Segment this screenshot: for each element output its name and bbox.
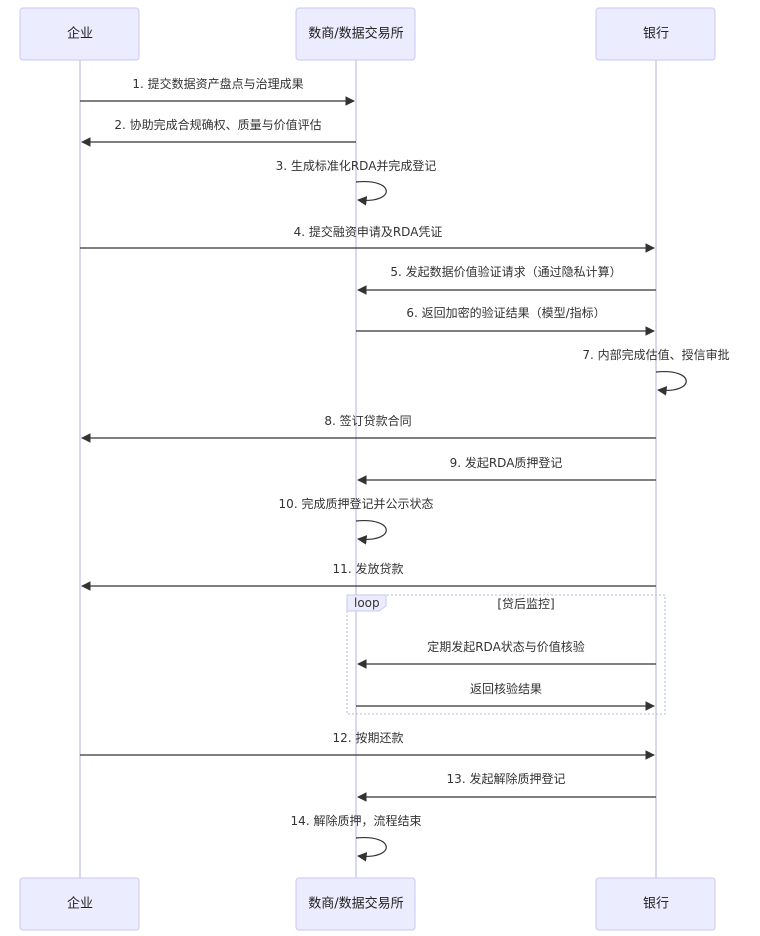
message-5: 5. 发起数据价值验证请求（通过隐私计算）	[357, 264, 656, 295]
message-6: 6. 返回加密的验证结果（模型/指标）	[356, 305, 655, 336]
message-label: 12. 按期还款	[333, 731, 404, 745]
actor-exchange-top: 数商/数据交易所	[295, 7, 416, 61]
actor-label: 银行	[643, 27, 669, 42]
message-4: 4. 提交融资申请及RDA凭证	[80, 224, 655, 253]
loop-condition: [贷后监控]	[497, 597, 554, 611]
message-label: 7. 内部完成估值、授信审批	[582, 347, 729, 362]
message-label: 11. 发放贷款	[333, 561, 404, 576]
self-message-arrow	[655, 371, 687, 396]
loop-frame: loop [贷后监控]	[346, 594, 666, 715]
loop-tag: loop	[354, 596, 380, 610]
message-label: 9. 发起RDA质押登记	[450, 455, 563, 470]
self-message-arrow	[355, 181, 387, 206]
message-loop-1: 定期发起RDA状态与价值核验	[357, 639, 656, 669]
message-label: 返回核验结果	[470, 681, 542, 696]
message-label: 1. 提交数据资产盘点与治理成果	[132, 76, 303, 91]
message-8: 8. 签订贷款合同	[81, 413, 656, 443]
message-label: 14. 解除质押，流程结束	[291, 813, 422, 828]
message-label: 8. 签订贷款合同	[324, 413, 411, 428]
message-7: 7. 内部完成估值、授信审批	[582, 347, 730, 396]
actor-bank-bottom: 银行	[595, 877, 716, 931]
message-label: 2. 协助完成合规确权、质量与价值评估	[114, 117, 321, 132]
message-label: 5. 发起数据价值验证请求（通过隐私计算）	[390, 264, 621, 279]
message-11: 11. 发放贷款	[81, 561, 656, 591]
message-label: 定期发起RDA状态与价值核验	[427, 639, 585, 654]
actor-label: 数商/数据交易所	[308, 896, 403, 912]
self-message-arrow	[355, 520, 387, 545]
message-label: 4. 提交融资申请及RDA凭证	[294, 224, 443, 239]
message-10: 10. 完成质押登记并公示状态	[279, 496, 434, 545]
message-label: 10. 完成质押登记并公示状态	[279, 496, 434, 511]
message-12: 12. 按期还款	[80, 731, 655, 760]
self-message-arrow	[355, 837, 387, 862]
actor-label: 数商/数据交易所	[308, 26, 403, 42]
actor-bank-top: 银行	[595, 7, 716, 61]
actor-exchange-bottom: 数商/数据交易所	[295, 877, 416, 931]
message-label: 3. 生成标准化RDA并完成登记	[276, 158, 437, 173]
message-2: 2. 协助完成合规确权、质量与价值评估	[81, 117, 356, 147]
actor-label: 企业	[67, 26, 93, 42]
actor-enterprise-top: 企业	[19, 7, 140, 61]
message-14: 14. 解除质押，流程结束	[291, 813, 422, 862]
message-1: 1. 提交数据资产盘点与治理成果	[80, 76, 355, 106]
actor-label: 企业	[67, 896, 93, 912]
message-label: 6. 返回加密的验证结果（模型/指标）	[406, 305, 605, 320]
message-13: 13. 发起解除质押登记	[357, 771, 656, 802]
message-label: 13. 发起解除质押登记	[447, 771, 566, 786]
actor-label: 银行	[643, 897, 669, 912]
actor-enterprise-bottom: 企业	[19, 877, 140, 931]
message-3: 3. 生成标准化RDA并完成登记	[276, 158, 437, 206]
message-loop-2: 返回核验结果	[356, 681, 655, 711]
message-9: 9. 发起RDA质押登记	[357, 455, 656, 485]
